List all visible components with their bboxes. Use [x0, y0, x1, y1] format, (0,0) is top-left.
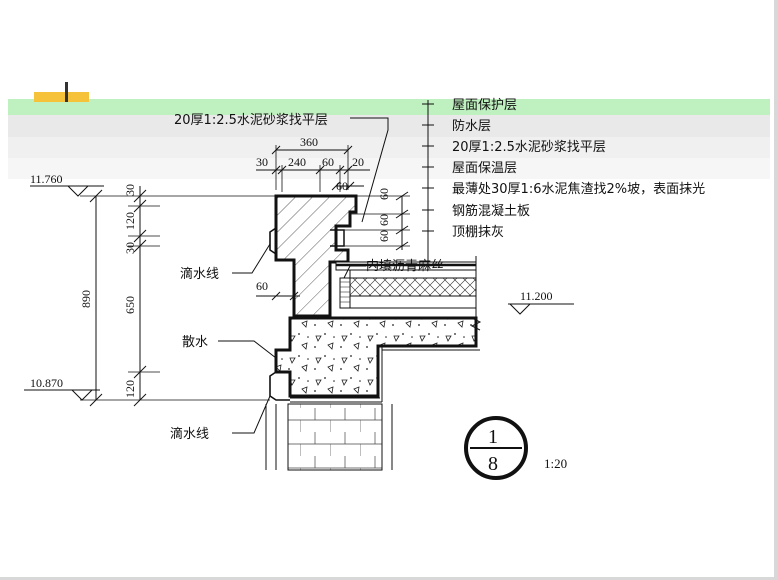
- grey-band-3: [8, 158, 770, 179]
- left-60-dimension: [256, 291, 300, 301]
- dim-240: 240: [288, 155, 306, 169]
- layer-label-6: 顶棚抹灰: [452, 225, 504, 240]
- slide-bottom-edge: [0, 577, 778, 580]
- callout-top-leveling: 20厚1:2.5水泥砂浆找平层: [174, 113, 328, 128]
- elevation-top: 11.760: [30, 172, 63, 186]
- dim-v30-top: 30: [123, 184, 137, 196]
- dim-60-right-c: 60: [377, 230, 391, 242]
- top-dimensions: [256, 145, 370, 192]
- layer-label-1: 防水层: [452, 118, 491, 134]
- detail-index-symbol: [464, 416, 528, 480]
- layer-label-2: 20厚1:2.5水泥砂浆找平层: [452, 140, 606, 155]
- dim-60-right-a: 60: [377, 188, 391, 200]
- elevation-marker-bottom: [24, 389, 100, 401]
- dim-60-top: 60: [322, 155, 334, 169]
- layer-label-4: 最薄处30厚1:6水泥焦渣找2%坡，表面抹光: [452, 182, 705, 197]
- left-vertical-dimensions: [80, 186, 276, 407]
- brick-wall: [265, 403, 393, 471]
- elevation-marker-roof: [508, 303, 574, 315]
- layer-label-3: 屋面保温层: [452, 161, 517, 176]
- dim-v30-mid: 30: [123, 242, 137, 254]
- elevation-marker-top: [30, 185, 104, 197]
- detail-sheet: 8: [488, 453, 498, 475]
- slide-right-edge: [774, 0, 778, 580]
- dim-v890: 890: [79, 290, 93, 308]
- callout-apron: 散水: [182, 335, 208, 350]
- dim-v650: 650: [123, 296, 137, 314]
- green-band: [8, 99, 770, 115]
- grey-band-2: [8, 137, 770, 158]
- parapet-section: [269, 194, 358, 318]
- layer-label-5: 钢筋混凝土板: [452, 203, 530, 219]
- dim-60-left: 60: [256, 279, 268, 293]
- right-vertical-dimensions: [344, 191, 410, 251]
- grey-band-1: [8, 115, 770, 137]
- elevation-roof: 11.200: [520, 289, 553, 303]
- scale-label: 1:20: [544, 456, 567, 471]
- logo-mark: [34, 82, 89, 102]
- layer-label-0: 屋面保护层: [452, 98, 517, 113]
- elevation-bottom: 10.870: [30, 376, 63, 390]
- dim-20: 20: [352, 155, 364, 169]
- dim-60-right-b: 60: [377, 214, 391, 226]
- dim-v120-bottom: 120: [123, 380, 137, 398]
- detail-number: 1: [488, 426, 498, 448]
- concrete-slab: [269, 316, 480, 403]
- dim-30: 30: [256, 155, 268, 169]
- dim-60-small: 60: [336, 179, 348, 193]
- dim-v120-top: 120: [123, 212, 137, 230]
- callout-drip-upper: 滴水线: [180, 266, 219, 282]
- callout-drip-lower: 滴水线: [170, 426, 209, 442]
- dim-360: 360: [300, 135, 318, 149]
- layer-leader: [422, 100, 434, 270]
- break-line: [470, 256, 482, 336]
- callout-filler: 内填沥青麻丝: [366, 258, 444, 274]
